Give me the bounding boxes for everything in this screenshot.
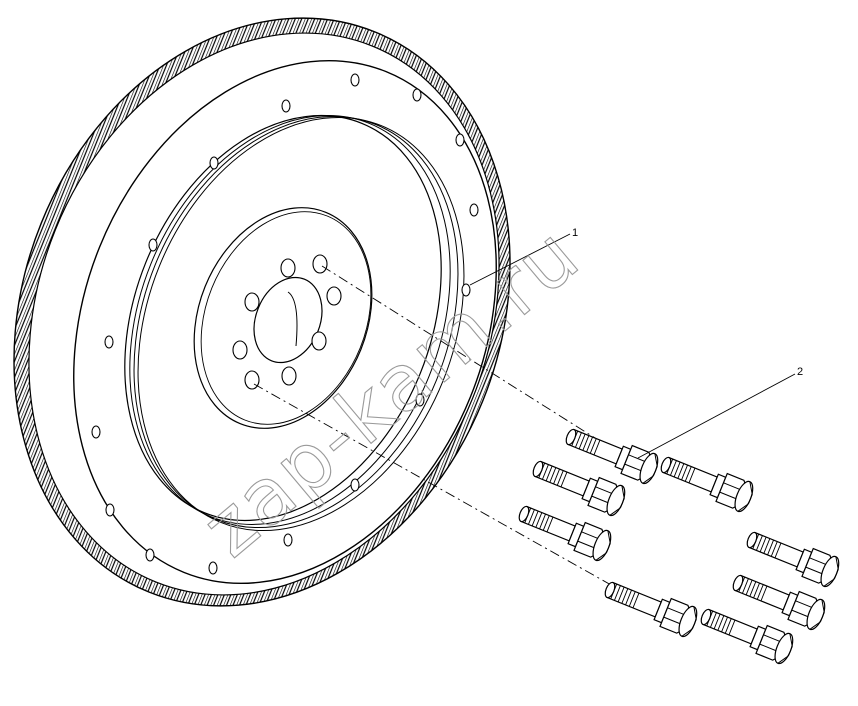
bolt-2 (655, 448, 757, 515)
bolt-8 (695, 600, 797, 667)
callout-1: 1 (572, 227, 578, 239)
assembly-centerlines (253, 265, 631, 591)
bolt-5 (741, 523, 843, 590)
leader-line-1 (469, 233, 571, 286)
callout-2: 2 (797, 366, 803, 378)
center-bolt-holes (232, 254, 342, 390)
bolts (513, 420, 843, 667)
leader-line-2 (637, 373, 796, 459)
bolt-7 (599, 573, 701, 640)
callouts: 1 2 (469, 227, 803, 459)
flywheel (13, 17, 511, 607)
mounting-holes (91, 73, 479, 575)
